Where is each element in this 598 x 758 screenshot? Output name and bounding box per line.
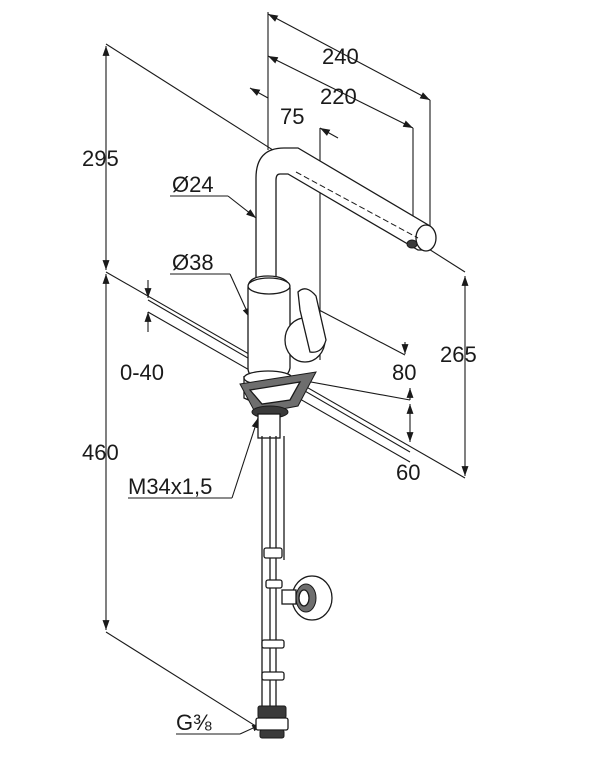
label-295: 295	[82, 146, 119, 171]
label-220: 220	[320, 84, 357, 109]
faucet-spout	[255, 147, 436, 291]
label-diam38: Ø38	[172, 250, 214, 275]
spout-end	[415, 224, 437, 252]
label-265: 265	[440, 342, 477, 367]
dimension-labels: 240 220 75 295 Ø24 Ø38 265 0-40 80 460 6…	[82, 44, 477, 735]
dim-line-75	[249, 87, 269, 99]
threaded-shank	[257, 413, 281, 439]
label-80: 80	[392, 360, 416, 385]
label-460: 460	[82, 440, 119, 465]
faucet-body	[239, 147, 437, 739]
label-60: 60	[396, 460, 420, 485]
label-240: 240	[322, 44, 359, 69]
label-thread: M34x1,5	[128, 474, 212, 499]
pipe-fittings	[255, 705, 289, 739]
label-pipe: G⅜	[176, 710, 212, 735]
label-diam24: Ø24	[172, 172, 214, 197]
hose-weight	[281, 575, 333, 621]
label-75: 75	[280, 104, 304, 129]
dimension-lines	[102, 12, 469, 735]
faucet-lever	[297, 288, 327, 353]
dim-line-220	[267, 55, 414, 129]
label-0-40: 0-40	[120, 360, 164, 385]
